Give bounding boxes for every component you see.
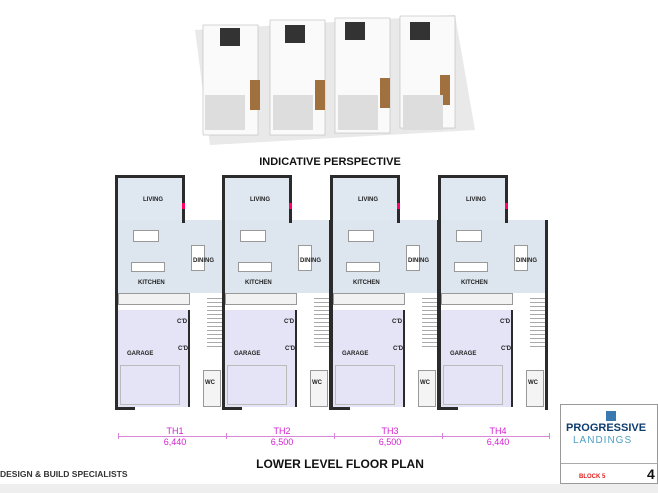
dining-table — [191, 245, 205, 271]
dining-table — [514, 245, 528, 271]
kitchen-bench — [118, 293, 190, 305]
unit-width: 6,500 — [378, 437, 402, 447]
room-label-garage: GARAGE — [450, 351, 477, 357]
unit-width: 6,440 — [163, 437, 187, 447]
room-label-kitchen: KITCHEN — [353, 280, 380, 286]
kitchen-island — [238, 262, 272, 272]
dimension-tick — [226, 433, 227, 439]
room-label-cupboard: C'D — [177, 319, 188, 325]
garage — [225, 310, 295, 407]
townhouse-plan-1: LIVING DINING KITCHEN GARAGE C'D C'D WC — [115, 175, 225, 410]
room-label-wc: WC — [205, 380, 215, 386]
room-label-cupboard: C'D — [285, 346, 296, 352]
unit-name: TH3 — [381, 426, 399, 436]
townhouse-plan-2: LIVING DINING KITCHEN GARAGE C'D C'D WC — [222, 175, 332, 410]
room-label-kitchen: KITCHEN — [245, 280, 272, 286]
unit-name: TH4 — [489, 426, 507, 436]
unit-width: 6,500 — [270, 437, 294, 447]
townhouse-plan-3: LIVING DINING KITCHEN GARAGE C'D C'D WC — [330, 175, 440, 410]
room-label-garage: GARAGE — [234, 351, 261, 357]
room-label-garage: GARAGE — [127, 351, 154, 357]
block-label: BLOCK 5 — [579, 474, 606, 480]
footer-bar — [0, 484, 658, 493]
room-label-dining: DINING — [193, 258, 214, 264]
dimension-tick — [334, 433, 335, 439]
dimension-tick — [549, 433, 550, 439]
living-room — [441, 178, 508, 220]
garage — [118, 310, 188, 407]
garage-door — [443, 365, 503, 405]
dimension-tick — [442, 433, 443, 439]
room-label-wc: WC — [420, 380, 430, 386]
room-label-dining: DINING — [516, 258, 537, 264]
room-label-cupboard: C'D — [392, 319, 403, 325]
sofa — [348, 230, 374, 242]
unit-width: 6,440 — [486, 437, 510, 447]
stairs — [207, 295, 223, 350]
garage-door — [335, 365, 395, 405]
living-room — [225, 178, 292, 220]
title-block: PROGRESSIVE LANDINGS BLOCK 5 4 — [560, 404, 658, 484]
room-label-living: LIVING — [143, 197, 164, 203]
room-label-cupboard: C'D — [178, 346, 189, 352]
sheet-number: 4 — [647, 466, 655, 482]
dining-table — [298, 245, 312, 271]
brand-subname: LANDINGS — [573, 435, 633, 446]
garage — [441, 310, 511, 407]
wc-room — [418, 370, 436, 407]
wc-room — [526, 370, 544, 407]
living-room — [118, 178, 185, 220]
wc-room — [203, 370, 221, 407]
living-room — [333, 178, 400, 220]
room-label-kitchen: KITCHEN — [461, 280, 488, 286]
building-logo-icon — [606, 411, 616, 421]
room-label-kitchen: KITCHEN — [138, 280, 165, 286]
kitchen-island — [346, 262, 380, 272]
plan-title: LOWER LEVEL FLOOR PLAN — [256, 457, 424, 471]
kitchen-bench — [333, 293, 405, 305]
room-label-wc: WC — [528, 380, 538, 386]
room-label-living: LIVING — [358, 197, 379, 203]
stairs — [422, 295, 438, 350]
unit-name: TH1 — [166, 426, 184, 436]
stairs — [530, 295, 546, 350]
room-label-garage: GARAGE — [342, 351, 369, 357]
room-label-dining: DINING — [408, 258, 429, 264]
footer-tagline: DESIGN & BUILD SPECIALISTS — [0, 469, 128, 479]
townhouse-plan-4: LIVING DINING KITCHEN GARAGE C'D C'D WC — [438, 175, 548, 410]
wc-room — [310, 370, 328, 407]
garage — [333, 310, 403, 407]
kitchen-island — [454, 262, 488, 272]
kitchen-bench — [225, 293, 297, 305]
dimension-tick — [118, 433, 119, 439]
sofa — [456, 230, 482, 242]
indicative-perspective-render — [195, 15, 475, 145]
perspective-title: INDICATIVE PERSPECTIVE — [259, 156, 401, 168]
kitchen-bench — [441, 293, 513, 305]
room-label-cupboard: C'D — [500, 319, 511, 325]
stairs — [314, 295, 330, 350]
room-label-living: LIVING — [250, 197, 271, 203]
unit-name: TH2 — [273, 426, 291, 436]
room-label-living: LIVING — [466, 197, 487, 203]
kitchen-island — [131, 262, 165, 272]
garage-door — [120, 365, 180, 405]
room-label-dining: DINING — [300, 258, 321, 264]
room-label-cupboard: C'D — [501, 346, 512, 352]
divider — [561, 463, 658, 464]
garage-door — [227, 365, 287, 405]
room-label-wc: WC — [312, 380, 322, 386]
brand-name: PROGRESSIVE — [566, 422, 647, 434]
sofa — [240, 230, 266, 242]
room-label-cupboard: C'D — [393, 346, 404, 352]
sofa — [133, 230, 159, 242]
room-label-cupboard: C'D — [284, 319, 295, 325]
dining-table — [406, 245, 420, 271]
